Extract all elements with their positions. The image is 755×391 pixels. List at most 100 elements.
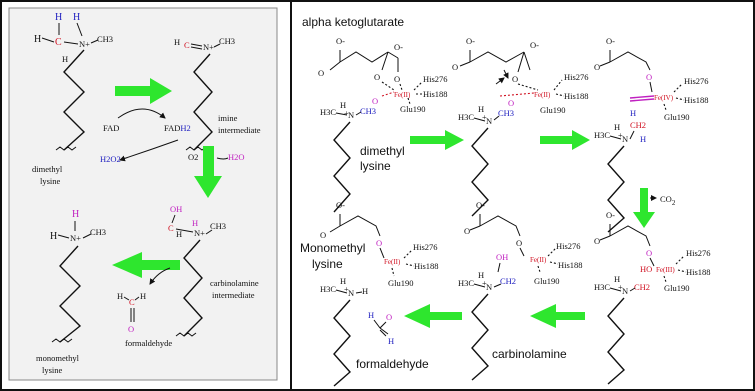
svg-text:O-: O- bbox=[336, 36, 345, 46]
svg-text:H: H bbox=[140, 291, 146, 301]
fe-complex-3: O- O O Fe(IV) His276 His188 Glu190 bbox=[594, 36, 709, 122]
fad-reduction-arrow bbox=[117, 108, 166, 119]
svg-text:O-: O- bbox=[394, 42, 403, 52]
svg-text:+: + bbox=[618, 282, 623, 292]
fad-cycle: FAD FADH2 O2 H2O2 bbox=[100, 78, 198, 164]
svg-text:His276: His276 bbox=[686, 248, 711, 258]
right-lysine-3-structure: H3C H N + CH2 H H bbox=[594, 108, 646, 233]
fe-complex-5: O- O O Fe(II) His276 His188 Glu190 bbox=[464, 200, 583, 286]
svg-text:CH2: CH2 bbox=[630, 120, 646, 130]
svg-text:dimethyl: dimethyl bbox=[32, 164, 63, 174]
svg-text:H: H bbox=[340, 100, 346, 110]
svg-text:H2O2: H2O2 bbox=[100, 154, 121, 164]
svg-text:O-: O- bbox=[606, 210, 615, 220]
svg-text:H: H bbox=[340, 276, 346, 286]
svg-text:O: O bbox=[394, 74, 400, 84]
left-panel-background bbox=[8, 7, 278, 381]
svg-text:+: + bbox=[482, 112, 487, 122]
fe-complex-4: O- O O Fe(III) HO His276 His188 Glu190 bbox=[594, 210, 711, 293]
svg-text:O: O bbox=[386, 312, 392, 322]
svg-text:FADH2: FADH2 bbox=[164, 123, 191, 133]
svg-text:C: C bbox=[129, 297, 135, 307]
svg-text:carbinolamine: carbinolamine bbox=[210, 278, 259, 288]
svg-text:N: N bbox=[622, 286, 628, 296]
svg-text:Glu190: Glu190 bbox=[664, 112, 690, 122]
green-arrow-left bbox=[112, 252, 180, 278]
svg-text:O: O bbox=[508, 98, 514, 108]
green-arrow-left-2 bbox=[404, 304, 462, 328]
svg-text:N+: N+ bbox=[203, 42, 214, 52]
svg-text:H3C: H3C bbox=[458, 112, 474, 122]
svg-text:H: H bbox=[55, 12, 62, 23]
svg-text:His276: His276 bbox=[564, 72, 589, 82]
svg-text:Fe(II): Fe(II) bbox=[534, 91, 551, 99]
green-arrow-left-1 bbox=[530, 304, 585, 328]
svg-text:lysine: lysine bbox=[42, 365, 63, 375]
svg-text:lysine: lysine bbox=[40, 176, 61, 186]
svg-text:H: H bbox=[174, 37, 180, 47]
svg-text:O: O bbox=[320, 230, 326, 240]
svg-text:CH3: CH3 bbox=[360, 106, 376, 116]
svg-text:H: H bbox=[478, 270, 484, 280]
svg-text:lysine: lysine bbox=[360, 159, 391, 173]
svg-text:His276: His276 bbox=[556, 241, 581, 251]
right-formaldehyde-structure: H O H formaldehyde bbox=[356, 310, 429, 371]
svg-text:N: N bbox=[486, 116, 492, 126]
svg-text:O-: O- bbox=[466, 36, 475, 46]
svg-text:O: O bbox=[464, 226, 470, 236]
svg-text:His188: His188 bbox=[423, 89, 448, 99]
svg-text:lysine: lysine bbox=[312, 257, 343, 271]
alpha-ketoglutarate-title: alpha ketoglutarate bbox=[302, 15, 404, 29]
dimethyl-lysine-structure: H H H C H N+ CH3 dimethyl lysine bbox=[32, 12, 113, 186]
svg-text:O: O bbox=[646, 248, 652, 258]
svg-text:H: H bbox=[640, 134, 646, 144]
svg-text:C: C bbox=[184, 40, 190, 50]
svg-text:O: O bbox=[512, 74, 518, 84]
svg-text:CH2: CH2 bbox=[500, 276, 516, 286]
svg-text:H3C: H3C bbox=[594, 130, 610, 140]
svg-text:+: + bbox=[344, 108, 349, 118]
svg-text:intermediate: intermediate bbox=[218, 125, 261, 135]
svg-text:O-: O- bbox=[476, 200, 485, 210]
svg-text:O: O bbox=[376, 238, 382, 248]
svg-text:Fe(II): Fe(II) bbox=[384, 258, 401, 266]
svg-text:N: N bbox=[348, 288, 354, 298]
svg-text:His276: His276 bbox=[423, 74, 448, 84]
carbinolamine-intermediate-structure: OH C H H N+ CH3 carbinolamine intermedia… bbox=[168, 204, 259, 337]
svg-text:carbinolamine: carbinolamine bbox=[492, 347, 567, 361]
svg-text:O: O bbox=[374, 72, 380, 82]
svg-text:His188: His188 bbox=[686, 267, 711, 277]
left-panel: H H H C H N+ CH3 dimethyl lysine FAD FAD… bbox=[8, 7, 278, 381]
svg-text:H: H bbox=[478, 104, 484, 114]
left-formaldehyde-structure: H H C O formaldehyde bbox=[117, 291, 172, 348]
svg-text:His188: His188 bbox=[414, 261, 439, 271]
svg-text:Fe(III): Fe(III) bbox=[656, 266, 675, 274]
svg-text:O: O bbox=[128, 324, 134, 334]
svg-text:Fe(II): Fe(II) bbox=[530, 256, 547, 264]
svg-text:H: H bbox=[630, 108, 636, 118]
svg-text:formaldehyde: formaldehyde bbox=[356, 357, 429, 371]
right-carbinolamine-structure: OH H3C H N + CH2 carbinolamine bbox=[458, 252, 567, 381]
svg-text:OH: OH bbox=[496, 252, 508, 262]
svg-text:monomethyl: monomethyl bbox=[36, 353, 80, 363]
svg-text:CH3: CH3 bbox=[219, 36, 235, 46]
svg-text:N: N bbox=[486, 282, 492, 292]
svg-text:CH3: CH3 bbox=[90, 227, 106, 237]
svg-text:C: C bbox=[55, 37, 62, 48]
svg-text:N: N bbox=[622, 134, 628, 144]
svg-text:His188: His188 bbox=[684, 95, 709, 105]
right-dimethyl-lysine-structure: H3C H + N CH3 dimethyl lysine bbox=[320, 100, 405, 213]
svg-text:H: H bbox=[62, 54, 68, 64]
green-arrow-right bbox=[115, 78, 172, 104]
svg-text:His188: His188 bbox=[564, 91, 589, 101]
svg-text:HO: HO bbox=[640, 264, 652, 274]
svg-text:H: H bbox=[614, 122, 620, 132]
svg-text:+: + bbox=[618, 130, 623, 140]
svg-text:formaldehyde: formaldehyde bbox=[125, 338, 172, 348]
svg-text:FAD: FAD bbox=[103, 123, 119, 133]
svg-text:O: O bbox=[646, 72, 652, 82]
svg-text:Glu190: Glu190 bbox=[540, 105, 566, 115]
svg-text:H: H bbox=[614, 274, 620, 284]
svg-text:Glu190: Glu190 bbox=[664, 283, 690, 293]
